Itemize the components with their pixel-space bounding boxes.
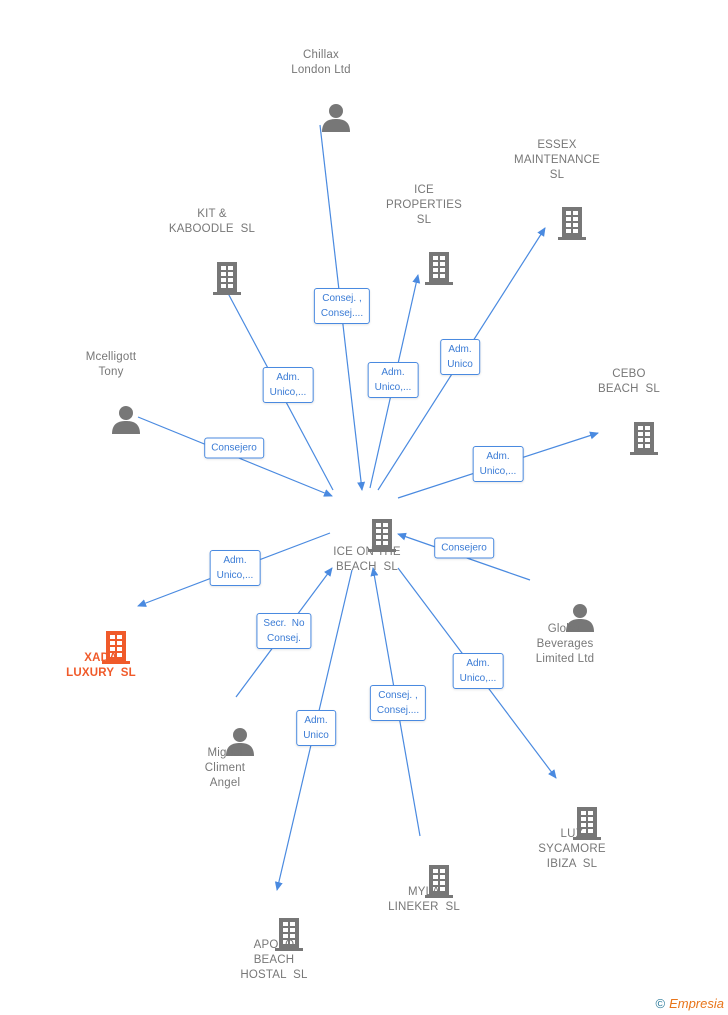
- node-label-apolo[interactable]: APOLO BEACH HOSTAL SL: [240, 939, 308, 981]
- edge-label[interactable]: Consej. , Consej....: [313, 288, 371, 324]
- edge-label[interactable]: Consej. , Consej....: [369, 685, 427, 721]
- edge-label[interactable]: Adm. Unico: [296, 710, 336, 746]
- edge-label[interactable]: Adm. Unico,...: [367, 362, 419, 398]
- edge-label[interactable]: Consejero: [434, 537, 494, 559]
- node-label-essex[interactable]: ESSEX MAINTENANCE SL: [514, 139, 600, 181]
- node-label-lux[interactable]: LUX SYCAMORE IBIZA SL: [538, 828, 606, 870]
- node-label-cebo[interactable]: CEBO BEACH SL: [598, 368, 660, 395]
- node-label-xada[interactable]: XADA LUXURY SL: [66, 652, 136, 679]
- node-label-chillax[interactable]: Chillax London Ltd: [291, 49, 351, 76]
- node-label-mcell[interactable]: Mcelligott Tony: [85, 351, 137, 378]
- node-label-myla[interactable]: MYLA LINEKER SL: [388, 886, 460, 913]
- node-label-miguel[interactable]: Miguel Climent Angel: [204, 747, 246, 789]
- edge-label[interactable]: Consejero: [204, 437, 264, 459]
- edge-label[interactable]: Adm. Unico,...: [452, 653, 504, 689]
- empresia-logo: ©Empresia: [655, 996, 724, 1011]
- edge-label[interactable]: Adm. Unico,...: [209, 550, 261, 586]
- edge-label[interactable]: Adm. Unico: [440, 339, 480, 375]
- edge-label[interactable]: Adm. Unico,...: [262, 367, 314, 403]
- edge-label[interactable]: Adm. Unico,...: [472, 446, 524, 482]
- node-label-center[interactable]: ICE ON THE BEACH SL: [333, 546, 401, 573]
- node-label-kit[interactable]: KIT & KABOODLE SL: [168, 208, 256, 235]
- node-label-iceprop[interactable]: ICE PROPERTIES SL: [386, 184, 462, 226]
- node-label-global[interactable]: Global Beverages Limited Ltd: [535, 623, 595, 665]
- edge-label[interactable]: Secr. No Consej.: [256, 613, 312, 649]
